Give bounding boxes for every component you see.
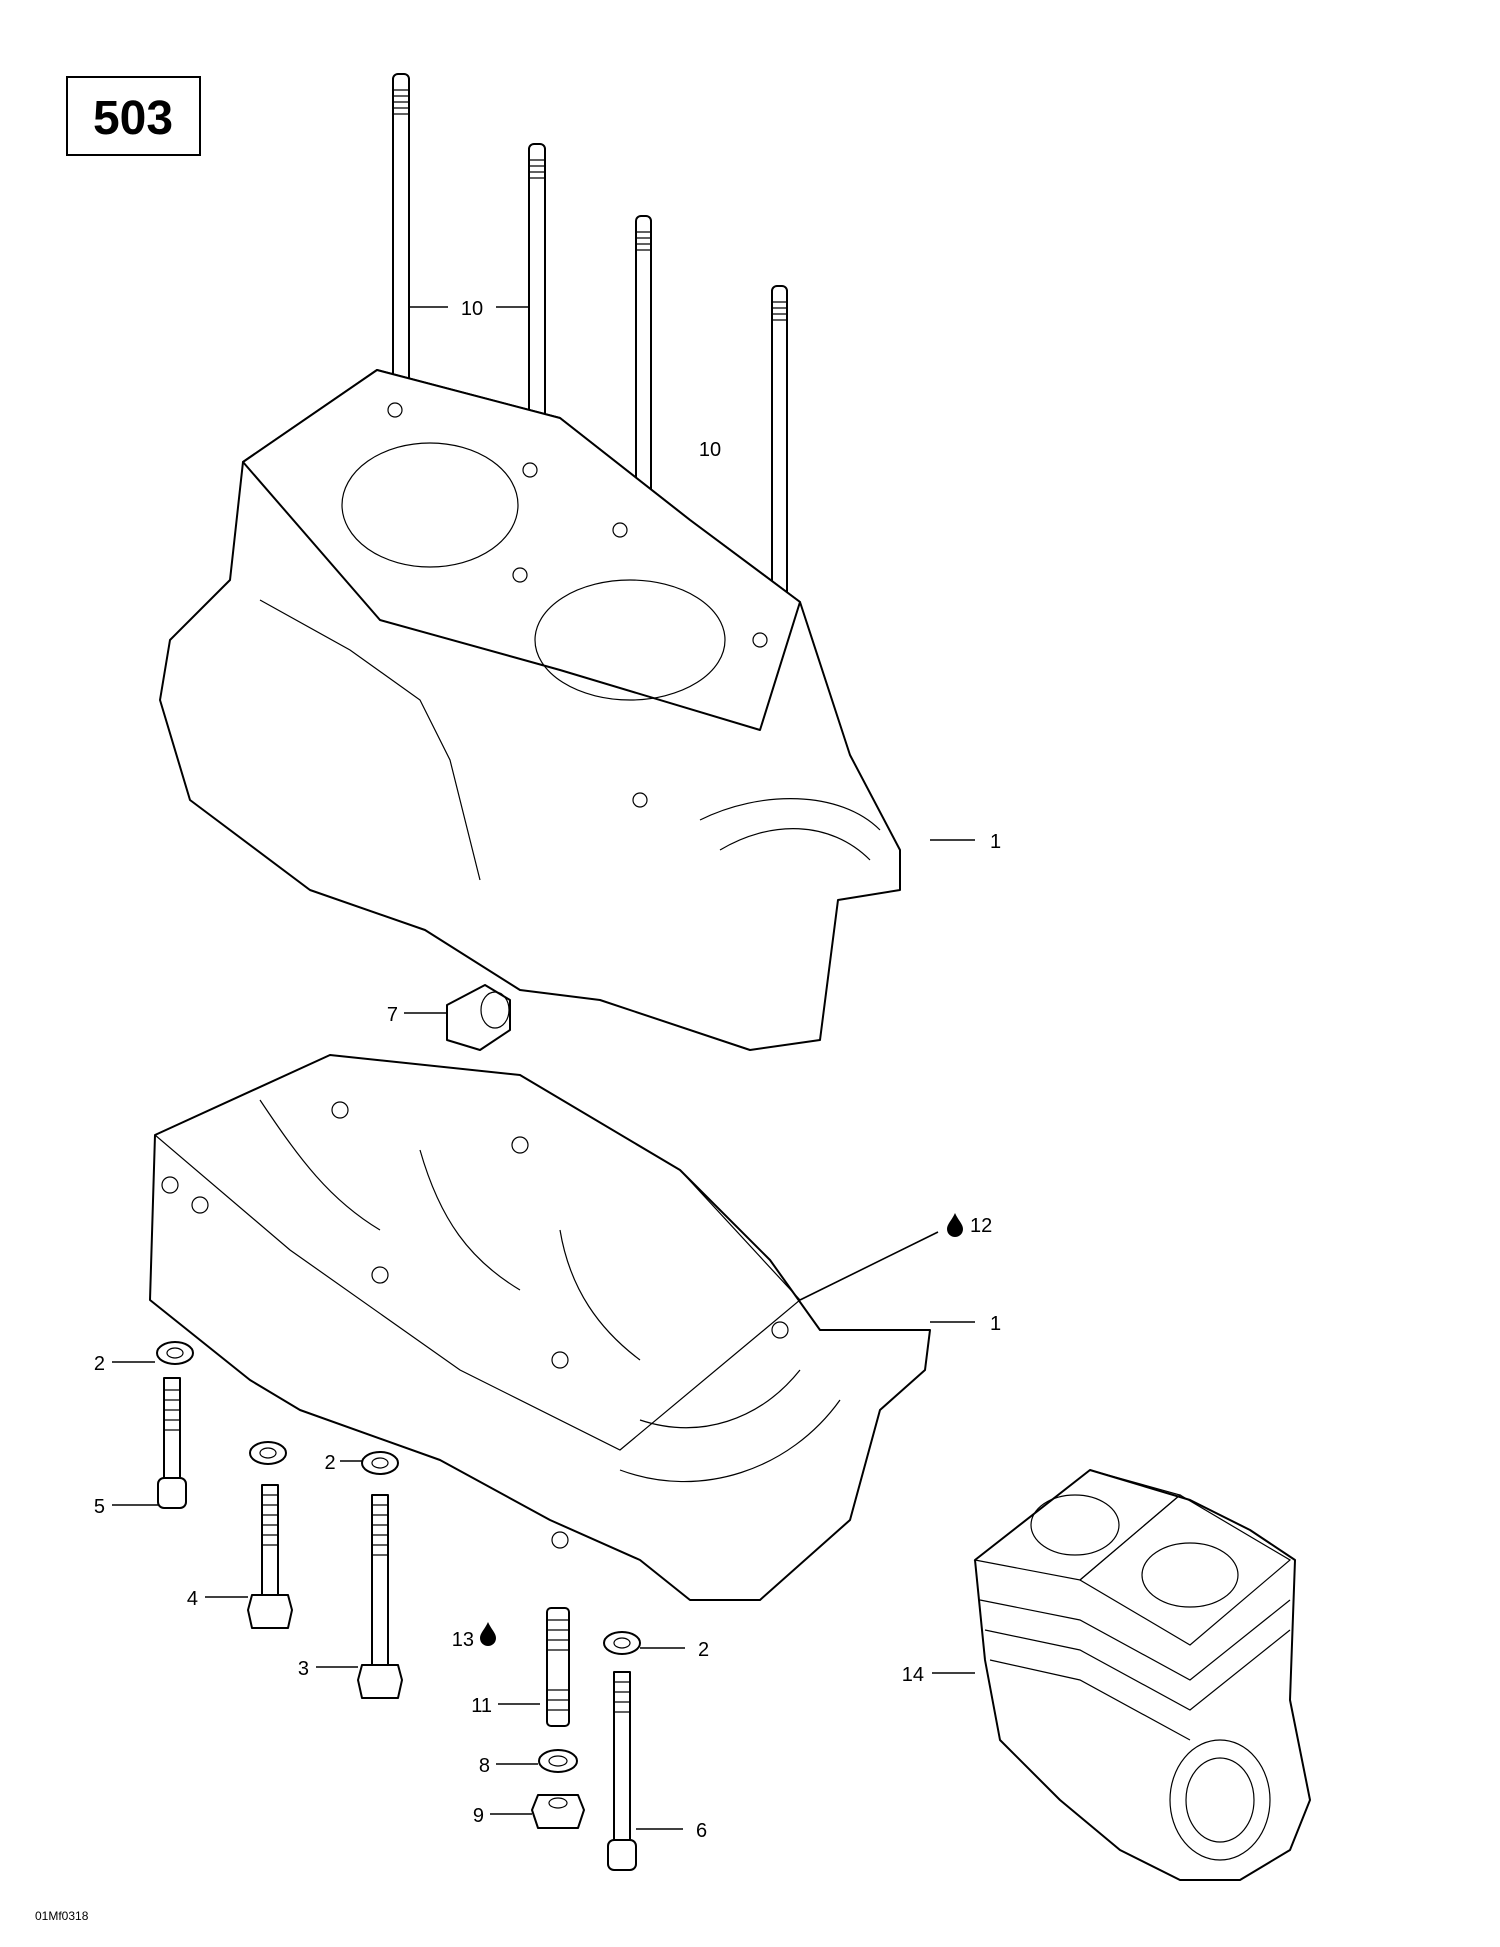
callout-10: 10 <box>699 439 721 461</box>
callout-10: 10 <box>461 298 483 320</box>
upper-crankcase <box>159 369 901 1051</box>
callout-11: 11 <box>471 1695 492 1717</box>
callout-2: 2 <box>698 1639 709 1661</box>
callout-12: 12 <box>970 1215 992 1237</box>
callout-7: 7 <box>387 1004 398 1026</box>
callout-labels: 10 10 1 7 12 1 2 2 5 4 3 13 2 11 8 9 6 1… <box>94 298 1001 1842</box>
drop-icon <box>480 1622 496 1646</box>
page-number: 503 <box>93 92 173 145</box>
callout-13: 13 <box>452 1629 474 1651</box>
engine-assembly <box>973 1469 1311 1881</box>
callout-14: 14 <box>902 1664 924 1686</box>
washer <box>249 1441 287 1465</box>
callout-2: 2 <box>324 1452 335 1474</box>
callout-8: 8 <box>479 1755 490 1777</box>
callout-1: 1 <box>990 1313 1001 1335</box>
callout-1: 1 <box>990 831 1001 853</box>
drawing-code: 01Mf0318 <box>35 1909 89 1923</box>
page-number-box: 503 <box>66 76 201 156</box>
socket-head-screw <box>157 1377 187 1509</box>
stud <box>546 1607 570 1727</box>
hex-nut <box>531 1794 585 1829</box>
washer <box>361 1451 399 1475</box>
drop-icon <box>947 1213 963 1237</box>
callout-3: 3 <box>298 1658 309 1680</box>
crankshaft-seal <box>446 984 511 1051</box>
hex-bolt <box>247 1484 293 1629</box>
socket-head-screw-long <box>607 1671 637 1871</box>
callout-9: 9 <box>473 1805 484 1827</box>
hex-bolt-long <box>357 1494 403 1699</box>
callout-2: 2 <box>94 1353 105 1375</box>
washer <box>603 1631 641 1655</box>
callout-4: 4 <box>187 1588 198 1610</box>
callout-5: 5 <box>94 1496 105 1518</box>
washer <box>156 1341 194 1365</box>
callout-6: 6 <box>696 1820 707 1842</box>
lock-washer <box>538 1749 578 1773</box>
leader-lines <box>112 306 975 1830</box>
